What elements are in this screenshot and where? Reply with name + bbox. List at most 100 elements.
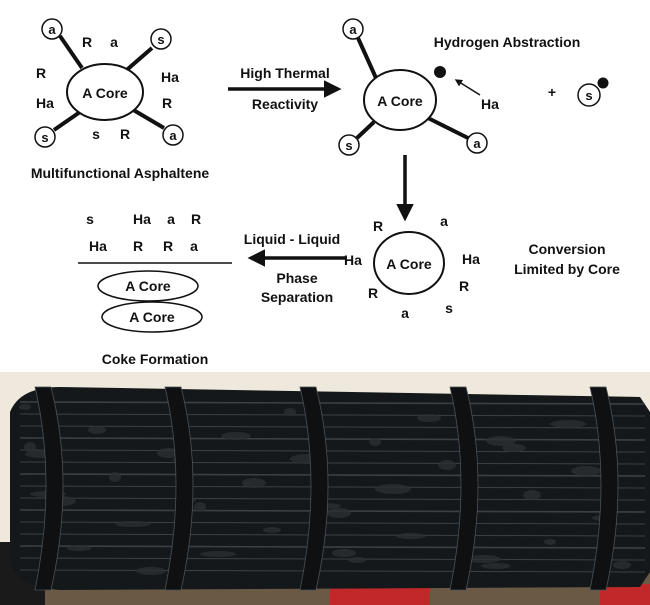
substituent-a: a (473, 136, 481, 151)
group-a: a (167, 211, 175, 227)
coke-deposit (332, 549, 356, 557)
tube (19, 449, 646, 453)
group-a: a (110, 34, 118, 50)
substituent-circle (150, 28, 172, 50)
substituent-circle (342, 18, 364, 40)
substituent-s: s (345, 138, 352, 153)
substituent-a: a (48, 22, 56, 37)
baffle-plate (299, 386, 329, 591)
coke-deposit (465, 555, 501, 563)
coke-deposit (571, 466, 601, 476)
coke-deposit (19, 404, 31, 410)
tube (19, 569, 646, 573)
substituent-a: a (169, 128, 177, 143)
baffle-plate (34, 386, 64, 591)
coke-deposit (109, 472, 121, 482)
plus-sign: + (548, 84, 556, 100)
group-s: s (445, 300, 453, 316)
group-R: R (133, 238, 143, 254)
coke-formation-group: s Ha a R Ha R R a A Core A Core Coke For… (78, 211, 232, 367)
core-label: A Core (82, 85, 128, 101)
core-label: A Core (386, 256, 432, 272)
coke-deposit (417, 414, 441, 422)
high-thermal-reactivity-arrow: High Thermal Reactivity (228, 65, 342, 112)
coke-deposit (375, 484, 411, 494)
bond (128, 106, 166, 130)
group-R: R (191, 211, 201, 227)
coke-deposit (486, 436, 516, 446)
tube (19, 401, 646, 405)
coke-deposit (523, 490, 541, 500)
multifunctional-asphaltene-molecule: A Core a s s a R a R Ha Ha R s R Multifu… (31, 18, 209, 181)
tube (19, 473, 646, 477)
coke-deposit (67, 545, 91, 551)
bond (355, 120, 376, 140)
coke-deposit (242, 478, 266, 488)
coke-formation-caption: Coke Formation (102, 351, 209, 367)
conversion-caption-line2: Limited by Core (514, 261, 620, 277)
coke-deposit (284, 408, 296, 416)
group-R: R (82, 34, 92, 50)
tube (19, 497, 646, 501)
group-Ha: Ha (36, 95, 54, 111)
radical-dot-icon (597, 77, 609, 89)
abstraction-arrow (454, 79, 481, 96)
coke-deposit (24, 442, 36, 452)
coke-deposit (481, 563, 511, 569)
arrow-label-line2: Reactivity (252, 96, 318, 112)
tube (19, 413, 646, 417)
asphaltene-core (363, 69, 437, 131)
group-R: R (373, 218, 383, 234)
coke-deposit (263, 527, 281, 533)
tube (19, 461, 646, 465)
asphaltene-core (373, 231, 445, 295)
group-Ha: Ha (161, 69, 179, 85)
tube-bundle (10, 387, 650, 590)
tube (19, 557, 646, 561)
arrow-label-line1: High Thermal (240, 65, 329, 81)
substituent-s: s (41, 130, 48, 145)
substituent-circle (577, 83, 601, 107)
core-label: A Core (125, 278, 171, 294)
group-a: a (190, 238, 198, 254)
substituent-circle (466, 132, 488, 154)
bond (427, 116, 469, 140)
substituent-circle (41, 18, 63, 40)
core-label: A Core (377, 93, 423, 109)
bond (356, 37, 378, 79)
group-a: a (440, 213, 448, 229)
group-R: R (120, 126, 130, 142)
coke-deposit (550, 420, 586, 428)
hydrogen-abstraction-title: Hydrogen Abstraction (434, 34, 581, 50)
coke-deposit (438, 460, 456, 470)
tube (19, 485, 646, 489)
tube (19, 437, 646, 441)
group-Ha: Ha (462, 251, 480, 267)
core-label: A Core (129, 309, 175, 325)
group-a: a (401, 305, 409, 321)
coke-deposit (200, 551, 236, 557)
coke-deposit (194, 502, 206, 512)
hydrogen-abstraction-molecule: Hydrogen Abstraction A Core a s a Ha + s (338, 18, 609, 156)
asphaltene-core (66, 63, 144, 121)
phase-separation-arrow: Liquid - Liquid Phase Separation (244, 231, 345, 305)
red-equipment (600, 584, 650, 605)
arrow-label-line1: Liquid - Liquid (244, 231, 340, 247)
group-R: R (162, 95, 172, 111)
substituent-s: s (585, 88, 592, 103)
substituent-s: s (157, 32, 164, 47)
coke-deposit (502, 444, 526, 452)
group-R: R (36, 65, 46, 81)
asphaltene-reaction-diagram: A Core a s s a R a R Ha Ha R s R Multifu… (31, 18, 620, 367)
baffles (34, 386, 619, 591)
tube (19, 533, 646, 537)
baffle-plate (449, 386, 479, 591)
group-R: R (459, 278, 469, 294)
coke-deposit (613, 561, 631, 569)
radical-dot-icon (434, 66, 446, 78)
dealkylated-asphaltene-molecule: A Core R a Ha Ha R R a s Conversion Limi… (344, 213, 620, 321)
substituent-circle (338, 134, 360, 156)
group-s: s (86, 211, 94, 227)
baffle-plate (589, 386, 619, 591)
substituent-circle (34, 126, 56, 148)
